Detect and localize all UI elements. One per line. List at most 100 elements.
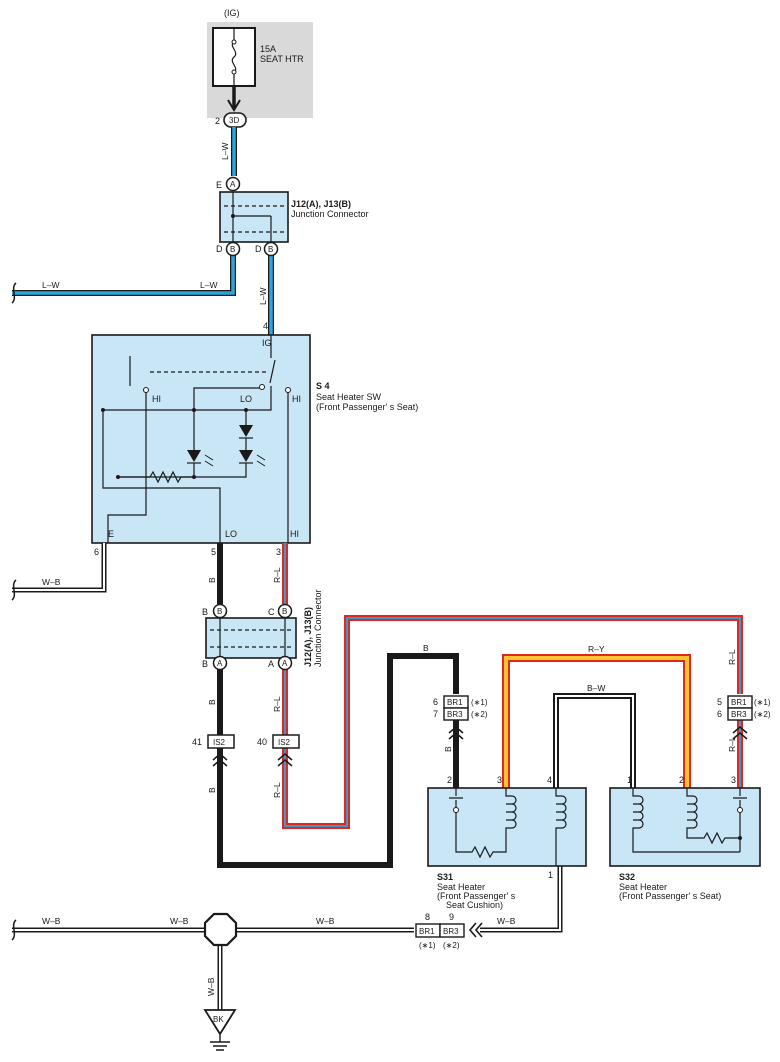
wire-ry	[502, 654, 691, 788]
heating-element-icon	[632, 788, 740, 853]
svg-text:(∗2): (∗2)	[443, 941, 460, 950]
wire-label-lw-1: L–W	[220, 143, 230, 160]
s31-name: Seat Heater	[437, 882, 485, 892]
svg-text:2: 2	[679, 775, 684, 785]
power-source-label: (IG)	[224, 8, 240, 18]
connector-a-mid-right	[277, 655, 293, 671]
svg-text:IS2: IS2	[213, 738, 226, 747]
svg-text:BR1: BR1	[447, 698, 463, 707]
wire-label-lw-3: L–W	[200, 280, 217, 290]
splice-point-icon	[203, 912, 238, 947]
svg-text:A: A	[230, 180, 236, 189]
connector-b-top-right	[263, 241, 279, 257]
ground-label: BK	[213, 1015, 224, 1024]
switch-id: S 4	[316, 381, 330, 391]
svg-text:IS2: IS2	[278, 738, 291, 747]
connector-arrow-icon	[277, 752, 293, 767]
led-indicator-icon	[239, 450, 253, 462]
wire-label-lw-2: L–W	[42, 280, 59, 290]
svg-text:1: 1	[627, 775, 632, 785]
svg-text:B: B	[423, 643, 429, 653]
connector-arrow-icon	[212, 752, 228, 767]
br-connector-right-bottom	[727, 707, 753, 721]
svg-text:(∗1): (∗1)	[471, 698, 488, 707]
heating-element-icon	[686, 788, 700, 839]
s32-line2: (Front Passenger' s Seat)	[619, 891, 721, 901]
wire-wb	[12, 543, 563, 1010]
svg-text:BR1: BR1	[419, 927, 435, 936]
svg-text:3D: 3D	[229, 116, 239, 125]
s31-line3: Seat Cushion)	[446, 900, 503, 910]
s32-id: S32	[619, 872, 635, 882]
svg-text:LO: LO	[225, 529, 237, 539]
wire-break-icon	[11, 919, 17, 941]
svg-text:BR3: BR3	[443, 927, 459, 936]
fuse-element	[231, 28, 237, 86]
fuse-rating: 15A	[260, 44, 276, 54]
wire-lw	[12, 127, 274, 335]
resistor-icon	[466, 845, 496, 859]
wire-label-lw-4: L–W	[258, 288, 268, 305]
svg-text:R–L: R–L	[272, 696, 282, 712]
br-connector-bottom-right	[439, 923, 465, 938]
resistor-icon	[118, 470, 194, 484]
svg-text:6: 6	[717, 709, 722, 719]
svg-text:B: B	[230, 245, 235, 254]
is2-connector-right	[272, 734, 300, 749]
svg-text:E: E	[108, 529, 114, 539]
svg-text:HI: HI	[292, 394, 301, 404]
resistor-icon	[700, 831, 740, 845]
wire-bw	[553, 693, 636, 788]
wire-label-wb-5: W–B	[497, 916, 516, 926]
svg-text:IG: IG	[262, 338, 272, 348]
svg-text:41: 41	[192, 737, 202, 747]
svg-text:5: 5	[211, 547, 216, 557]
svg-text:R–L: R–L	[727, 736, 737, 752]
connector-b-top-left	[225, 241, 241, 257]
connector-arrow-icon	[468, 922, 483, 938]
svg-text:6: 6	[94, 547, 99, 557]
wire-label-wb-2: W–B	[42, 916, 61, 926]
svg-text:B: B	[282, 607, 287, 616]
junction-mid-name: J12(A), J13(B)	[303, 607, 313, 667]
svg-text:4: 4	[547, 775, 552, 785]
s31-line2: (Front Passenger' s	[437, 891, 516, 901]
br-connector-left-bottom	[443, 707, 469, 721]
fuse-name: SEAT HTR	[260, 54, 304, 64]
svg-text:R–L: R–L	[272, 782, 282, 798]
svg-text:A: A	[217, 659, 223, 668]
arrow-down-icon	[227, 99, 241, 112]
svg-text:HI: HI	[290, 529, 299, 539]
led-indicator-icon	[187, 450, 201, 462]
heating-element-icon	[555, 788, 567, 866]
svg-text:6: 6	[433, 697, 438, 707]
junction-connector-top	[219, 191, 289, 243]
connector-arrow-icon	[448, 725, 464, 740]
switch-pin-ig: 4	[263, 321, 268, 331]
wire-break-icon	[11, 282, 17, 304]
junction-connector-mid	[205, 617, 297, 659]
svg-text:B: B	[268, 245, 273, 254]
svg-text:A: A	[282, 659, 288, 668]
wire-label-wb-3: W–B	[170, 916, 189, 926]
svg-text:BR1: BR1	[731, 698, 747, 707]
svg-text:C: C	[268, 607, 275, 617]
svg-text:7: 7	[433, 709, 438, 719]
svg-text:B: B	[202, 607, 208, 617]
svg-text:3: 3	[731, 775, 736, 785]
wire-rl	[282, 543, 743, 829]
wire-b	[217, 543, 459, 868]
svg-text:BR3: BR3	[447, 710, 463, 719]
svg-text:40: 40	[257, 737, 267, 747]
s31-id: S31	[437, 872, 453, 882]
connector-a-top	[225, 176, 241, 192]
fuse-pin: 2	[215, 116, 220, 126]
svg-text:8: 8	[425, 912, 430, 922]
svg-text:B: B	[217, 607, 222, 616]
svg-text:D: D	[255, 244, 262, 254]
wire-break-icon	[11, 579, 17, 601]
svg-text:3: 3	[276, 547, 281, 557]
seat-heater-switch	[91, 334, 311, 544]
svg-text:E: E	[216, 180, 222, 190]
